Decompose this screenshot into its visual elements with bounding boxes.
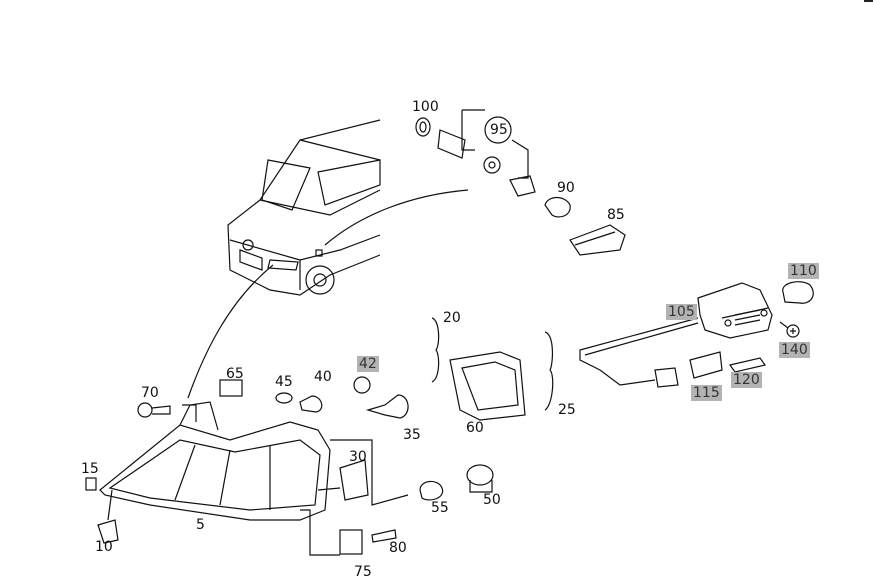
callout-55[interactable]: 55 [431,500,449,516]
callout-90[interactable]: 90 [557,180,575,196]
callout-100[interactable]: 100 [412,99,439,115]
callout-75[interactable]: 75 [354,564,372,580]
callout-5[interactable]: 5 [196,517,205,533]
callout-110[interactable]: 110 [788,263,819,279]
callout-120[interactable]: 120 [731,372,762,388]
callout-115[interactable]: 115 [691,385,722,401]
headlamp-illustration [99,401,331,521]
callout-80[interactable]: 80 [389,540,407,556]
callout-40[interactable]: 40 [314,369,332,385]
callout-35[interactable]: 35 [403,427,421,443]
callout-50[interactable]: 50 [483,492,501,508]
callout-60[interactable]: 60 [466,420,484,436]
callout-25[interactable]: 25 [558,402,576,418]
callout-70[interactable]: 70 [141,385,159,401]
callout-30[interactable]: 30 [349,449,367,465]
callout-140[interactable]: 140 [779,342,810,358]
callout-95[interactable]: 95 [490,122,508,138]
callout-20[interactable]: 20 [443,310,461,326]
callout-85[interactable]: 85 [607,207,625,223]
callout-105[interactable]: 105 [666,304,697,320]
callout-65[interactable]: 65 [226,366,244,382]
leader-line [187,264,274,399]
callout-15[interactable]: 15 [81,461,99,477]
window-corner-mark [864,0,873,2]
leader-line [324,189,469,246]
callout-42[interactable]: 42 [357,356,379,372]
callout-10[interactable]: 10 [95,539,113,555]
van-illustration [227,119,381,296]
callout-45[interactable]: 45 [275,374,293,390]
